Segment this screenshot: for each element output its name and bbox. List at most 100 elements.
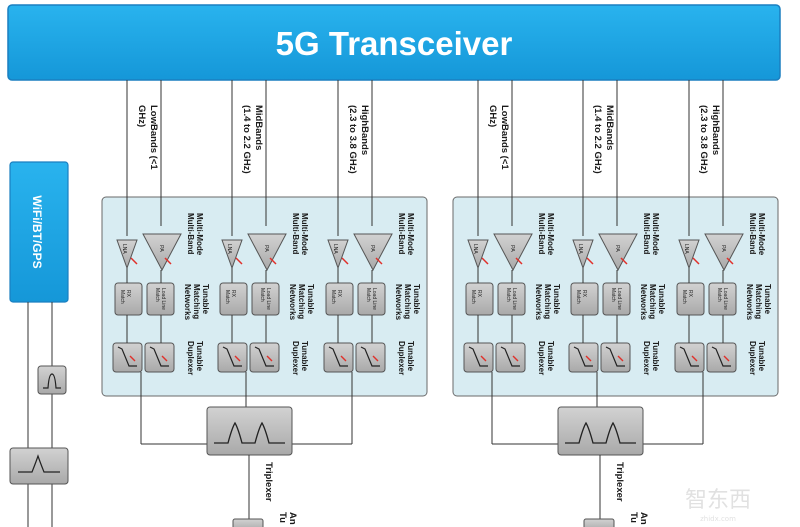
- networks-label: Networks: [534, 284, 543, 321]
- lna-label: LNA: [472, 244, 478, 254]
- rx-match-label-2: Match: [330, 290, 336, 304]
- triplexer-label: Triplexer: [263, 462, 274, 502]
- tunable-duplexer-label: Tunable: [195, 341, 204, 372]
- multi-mode-label: Multi-Mode: [300, 213, 309, 256]
- tunable-duplexer-label: Tunable: [757, 341, 766, 372]
- band-label-line1: LowBands (<1: [499, 105, 510, 170]
- multi-band-label: Multi-Band: [397, 213, 406, 254]
- multi-mode-label: Multi-Mode: [651, 213, 660, 256]
- duplexer-label: Duplexer: [291, 341, 300, 375]
- antenna-label-1: An: [287, 512, 298, 525]
- transceiver-block: 5G Transceiver: [7, 4, 781, 81]
- load-match-label-2: Match: [716, 288, 722, 302]
- transceiver-title: 5G Transceiver: [276, 25, 513, 62]
- lna-amplifier: LNA: [678, 239, 700, 270]
- wifi-lines: [27, 302, 53, 527]
- tunable-label: Tunable: [657, 284, 666, 315]
- rx-match-label-1: RX: [581, 290, 587, 298]
- antenna-tuner: [583, 518, 615, 527]
- band-label-line1: HighBands: [359, 105, 370, 155]
- duplexer-label: Duplexer: [186, 341, 195, 375]
- band-label-line1: HighBands: [710, 105, 721, 155]
- multi-mode-label: Multi-Mode: [195, 213, 204, 256]
- band-label-line2: (2.3 to 3.8 GHz): [698, 105, 709, 174]
- tunable-duplexer-label: Tunable: [546, 341, 555, 372]
- matching-label: Matching: [543, 284, 552, 319]
- watermark-text: 智东西: [685, 488, 751, 513]
- band-label-line1: MidBands: [604, 105, 615, 150]
- rx-match-label-2: Match: [224, 290, 230, 304]
- networks-label: Networks: [183, 284, 192, 321]
- rx-match-label-1: RX: [230, 290, 236, 298]
- band-label-line2: (1.4 to 2.2 GHz): [592, 105, 603, 174]
- pa-amplifier: PA: [598, 233, 638, 272]
- lna-label: LNA: [577, 244, 583, 254]
- lna-label: LNA: [226, 244, 232, 254]
- rx-match-label-2: Match: [119, 290, 125, 304]
- matching-label: Matching: [648, 284, 657, 319]
- wifi-bt-gps-label: WiFi/BT/GPS: [30, 195, 44, 268]
- pa-amplifier: PA: [704, 233, 744, 272]
- rx-match-label-2: Match: [681, 290, 687, 304]
- lna-amplifier: LNA: [327, 239, 349, 270]
- matching-label: Matching: [403, 284, 412, 319]
- watermark-sub: zhidx.com: [700, 515, 736, 523]
- load-match-label-2: Match: [259, 288, 265, 302]
- band-label-line2: (2.3 to 3.8 GHz): [347, 105, 358, 174]
- duplexer-filters: [674, 342, 737, 373]
- tunable-label: Tunable: [412, 284, 421, 315]
- rx-match-label-1: RX: [125, 290, 131, 298]
- tunable-duplexer-label: Tunable: [300, 341, 309, 372]
- load-match-label-1: Load Line: [265, 288, 271, 310]
- band-label-line1: MidBands: [253, 105, 264, 150]
- multi-band-label: Multi-Band: [537, 213, 546, 254]
- duplexer-filters: [323, 342, 386, 373]
- pa-label: PA: [158, 245, 164, 252]
- tunable-label: Tunable: [201, 284, 210, 315]
- pa-amplifier: PA: [142, 233, 182, 272]
- lna-label: LNA: [332, 244, 338, 254]
- tunable-label: Tunable: [763, 284, 772, 315]
- tunable-label: Tunable: [306, 284, 315, 315]
- networks-label: Networks: [394, 284, 403, 321]
- antenna-tuner: [232, 518, 264, 527]
- duplexer-label: Duplexer: [397, 341, 406, 375]
- duplexer-label: Duplexer: [748, 341, 757, 375]
- band-label-line2: (1.4 to 2.2 GHz): [241, 105, 252, 174]
- triplexer: [206, 406, 293, 456]
- wifi-bt-gps-block: WiFi/BT/GPS: [9, 161, 69, 303]
- band-label-line2: GHz): [136, 105, 147, 127]
- wifi-filter: [37, 365, 67, 395]
- antenna-label-1: An: [638, 512, 649, 525]
- load-match-label-1: Load Line: [371, 288, 377, 310]
- duplexer-label: Duplexer: [642, 341, 651, 375]
- networks-label: Networks: [639, 284, 648, 321]
- multi-mode-label: Multi-Mode: [546, 213, 555, 256]
- rx-match-label-1: RX: [336, 290, 342, 298]
- matching-label: Matching: [754, 284, 763, 319]
- pa-amplifier: PA: [353, 233, 393, 272]
- pa-label: PA: [369, 245, 375, 252]
- band-label-line1: LowBands (<1: [148, 105, 159, 170]
- triplexer-label: Triplexer: [614, 462, 625, 502]
- antenna-label-2: Tu: [277, 512, 288, 523]
- duplexer-label: Duplexer: [537, 341, 546, 375]
- load-match-label-2: Match: [505, 288, 511, 302]
- lna-amplifier: LNA: [467, 239, 489, 270]
- multi-band-label: Multi-Band: [748, 213, 757, 254]
- multi-band-label: Multi-Band: [291, 213, 300, 254]
- watermark: 智东西 zhidx.com: [685, 488, 751, 523]
- multi-mode-label: Multi-Mode: [757, 213, 766, 256]
- lna-amplifier: LNA: [221, 239, 243, 270]
